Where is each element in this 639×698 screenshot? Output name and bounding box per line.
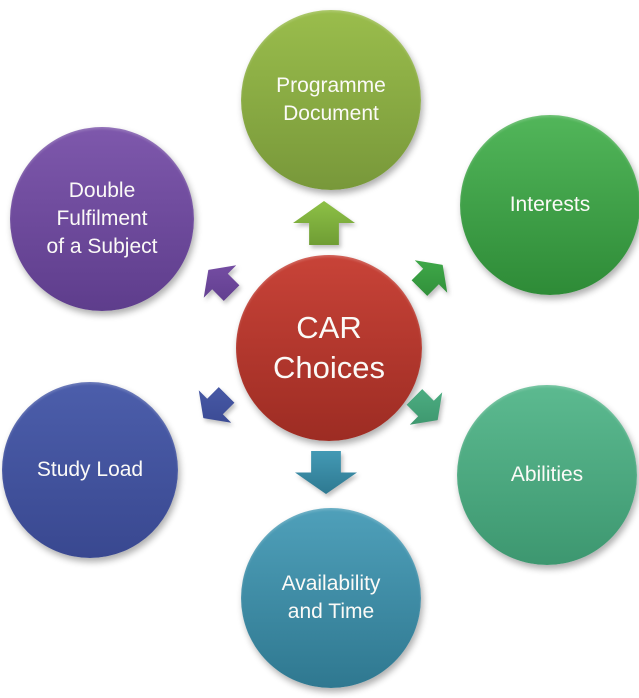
arrow-down-to-availability-and-time-icon [295,451,357,494]
arrow-down-left-to-study-load-icon [192,390,238,423]
block-arrow-shape [192,254,248,310]
node-abilities: Abilities [457,385,637,565]
arrow-down-right-to-abilities-icon [403,392,449,425]
block-arrow-shape [293,201,355,245]
node-interests-label: Interests [509,193,591,217]
block-arrow-shape [295,451,357,494]
node-abilities-label: Abilities [510,463,584,487]
node-interests: Interests [460,115,639,295]
node-study-load-label: Study Load [36,458,144,482]
arrow-up-left-to-double-fulfilment-icon [197,265,243,298]
arrow-up-to-programme-document-icon [293,201,355,245]
arrow-up-right-to-interests-icon [408,260,454,293]
block-arrow-shape [187,379,243,435]
node-study-load: Study Load [2,382,178,558]
block-arrow-shape [403,249,459,305]
